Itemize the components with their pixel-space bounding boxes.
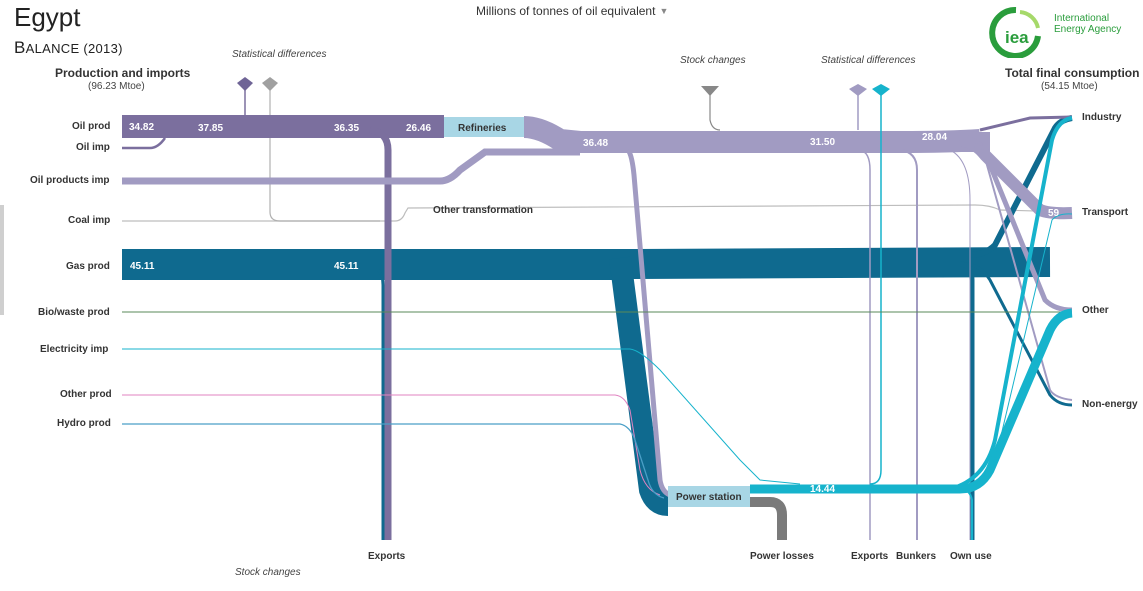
chevron-down-icon: ▼ [659, 6, 669, 16]
row-label-other[interactable]: Other [1082, 305, 1109, 316]
value-power-out: 14.44 [810, 484, 835, 495]
flow-elec-out[interactable] [750, 308, 1073, 494]
stat-diff-elec-marker[interactable] [872, 89, 890, 96]
refineries-node-label: Refineries [458, 123, 507, 134]
iea-logo-line2: Energy Agency [1054, 24, 1122, 35]
iea-logo-text: iea [1005, 28, 1029, 47]
flow-oil-prod-band[interactable] [122, 115, 444, 138]
production-imports-heading: Production and imports [55, 66, 191, 80]
iea-logo-mark [989, 6, 1041, 58]
flow-elec-industry[interactable] [949, 116, 1073, 491]
row-label-bio-waste-prod[interactable]: Bio/waste prod [38, 307, 110, 318]
other-transformation-label[interactable]: Other transformation [433, 205, 534, 216]
flow-oilprod-to-power[interactable] [625, 148, 672, 498]
power-station-node-label: Power station [676, 492, 742, 503]
value-refinery-out-3: 28.04 [922, 132, 947, 143]
flow-coal-imp[interactable] [122, 204, 1071, 222]
flow-gas-exports[interactable] [360, 268, 385, 540]
unit-selector-dropdown[interactable]: Millions of tonnes of oil equivalent▼ [476, 4, 668, 18]
stock-changes-bottom-label: Stock changes [235, 567, 301, 578]
flow-oil-imp[interactable] [122, 137, 167, 150]
flow-oil-exports[interactable] [369, 126, 392, 540]
flow-stock-changes-top[interactable] [709, 95, 721, 131]
stat-diff-coal-marker-top[interactable] [262, 77, 278, 83]
flow-oil-products-imp[interactable] [122, 148, 580, 185]
row-label-electricity-imp[interactable]: Electricity imp [40, 344, 109, 355]
flow-other-prod[interactable] [122, 394, 661, 496]
flow-oilprod-exports[interactable] [859, 149, 871, 540]
stat-diff-oilprod-marker-top[interactable] [849, 84, 867, 89]
flow-elec-transport[interactable] [969, 213, 1073, 490]
stat-diff-left-label: Statistical differences [232, 49, 327, 60]
value-gas-prod-2: 45.11 [334, 261, 359, 272]
stat-diff-right-label: Statistical differences [821, 55, 916, 66]
iea-logo-line1: International [1054, 13, 1110, 24]
value-oil-prod-1: 34.82 [129, 122, 154, 133]
bottom-label-bunkers[interactable]: Bunkers [896, 551, 937, 562]
value-gas-prod-1: 45.11 [130, 261, 155, 272]
flow-own-use-oil[interactable] [949, 149, 971, 540]
row-label-oil-products-imp[interactable]: Oil products imp [30, 175, 110, 186]
flow-stat-diff-elec[interactable] [869, 92, 882, 485]
stat-diff-elec-marker-top[interactable] [872, 84, 890, 89]
power-station-node[interactable] [668, 486, 750, 507]
row-label-gas-prod[interactable]: Gas prod [66, 261, 110, 272]
flow-hydro-prod[interactable] [122, 423, 665, 499]
flow-gas-to-power[interactable] [609, 256, 669, 516]
flow-stat-diff-gray[interactable] [269, 88, 380, 222]
row-label-oil-prod[interactable]: Oil prod [72, 121, 111, 132]
page-title: Egypt [14, 2, 81, 32]
flow-gas-other[interactable] [630, 262, 1073, 407]
row-label-hydro-prod[interactable]: Hydro prod [57, 418, 111, 429]
iea-logo: iea International Energy Agency [986, 6, 1136, 58]
row-label-oil-imp[interactable]: Oil imp [76, 142, 110, 153]
page-subtitle: BALANCE (2013) [14, 38, 123, 58]
bottom-label-exports-right[interactable]: Exports [851, 551, 889, 562]
flow-oilprod-nonenergy[interactable] [979, 139, 1073, 401]
row-label-coal-imp[interactable]: Coal imp [68, 215, 111, 226]
bottom-label-exports-left[interactable]: Exports [368, 551, 406, 562]
total-final-consumption-heading: Total final consumption [1005, 66, 1140, 80]
flow-power-losses[interactable] [750, 497, 787, 540]
flow-oilprod-bunkers[interactable] [899, 149, 918, 540]
page-scrollbar-edge [0, 205, 4, 315]
flow-gas-own-use[interactable] [860, 261, 975, 540]
stock-changes-top-label: Stock changes [680, 55, 746, 66]
bottom-label-own-use[interactable]: Own use [950, 551, 992, 562]
bottom-label-power-losses[interactable]: Power losses [750, 551, 814, 562]
subtitle-rest: ALANCE (2013) [25, 41, 123, 56]
refineries-node[interactable] [444, 117, 524, 137]
row-label-other-prod[interactable]: Other prod [60, 389, 112, 400]
flow-oilprod-industry[interactable] [979, 115, 1073, 132]
flow-refinery-out-band[interactable] [570, 132, 990, 152]
value-refinery-out-1: 36.48 [583, 138, 608, 149]
stat-diff-oilprod-marker[interactable] [849, 89, 867, 96]
stat-diff-oil-marker[interactable] [237, 83, 253, 91]
flow-oilprod-other[interactable] [973, 142, 1073, 313]
stock-changes-marker[interactable] [701, 86, 719, 96]
total-final-consumption-total: (54.15 Mtoe) [1041, 81, 1098, 92]
flow-electricity-imp[interactable] [122, 348, 801, 485]
flow-elec-own-use[interactable] [959, 488, 973, 540]
stat-diff-oil-marker-top[interactable] [237, 77, 253, 83]
row-label-non-energy[interactable]: Non-energy [1082, 399, 1138, 410]
value-oil-prod-4: 26.46 [406, 123, 431, 134]
subtitle-initial: B [14, 38, 26, 57]
value-transport-in: 59 [1048, 208, 1060, 219]
value-refinery-out-2: 31.50 [810, 137, 835, 148]
flow-gas-prod-band[interactable] [122, 250, 632, 280]
flow-oilprod-transport[interactable] [958, 134, 1073, 220]
row-label-transport[interactable]: Transport [1082, 207, 1129, 218]
row-label-industry[interactable]: Industry [1082, 112, 1122, 123]
value-oil-prod-3: 36.35 [334, 123, 359, 134]
unit-selector-label: Millions of tonnes of oil equivalent [476, 4, 656, 18]
value-oil-prod-2: 37.85 [198, 123, 223, 134]
stat-diff-coal-marker[interactable] [262, 83, 278, 91]
production-imports-total: (96.23 Mtoe) [88, 81, 145, 92]
